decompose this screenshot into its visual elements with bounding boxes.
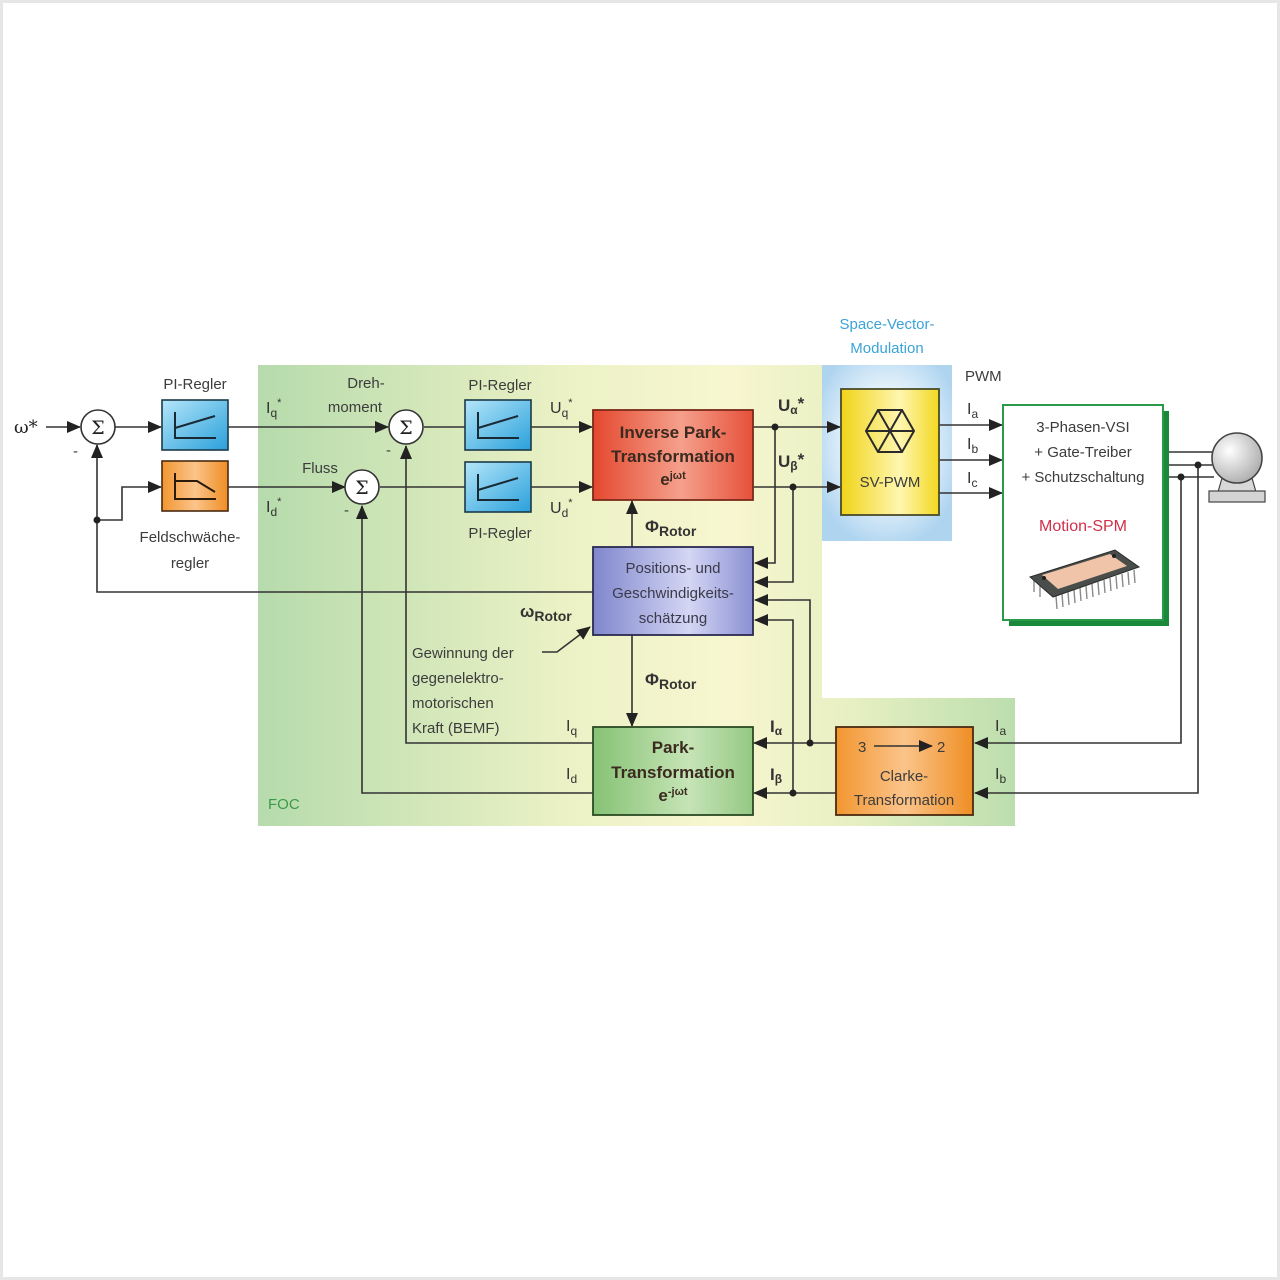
pi-speed-label: PI-Regler [163,376,226,393]
inverse-park-title-line1: Inverse Park- [620,423,727,442]
clarke-title-line2: Transformation [854,792,954,809]
pi-torque-label: PI-Regler [468,377,531,394]
svm-region-title-line2: Modulation [850,340,923,357]
estimator-title-line2: Geschwindigkeits- [612,585,734,602]
fluss-label: Fluss [302,460,338,477]
pi-speed-controller-block [161,399,229,451]
pi-response-icon [477,474,519,501]
drehmoment-label-line1: Dreh- [347,375,385,392]
clarke-title-line1: Clarke- [880,768,928,785]
park-transformation-block: Park- Transformation e-jωt [592,726,754,816]
inverter-title-line2: + Gate-Treiber [1034,444,1131,461]
iq-ref-label: Iq* [266,397,282,420]
omega-rotor-label: ωRotor [520,602,572,624]
estimator-title-line3: schätzung [639,610,707,627]
ualpha-ref-label: Uα* [778,394,805,417]
sum-symbol: Σ [399,417,412,439]
inverter-title-line3: + Schutzschaltung [1022,469,1145,486]
id-feedback-label: Id [566,766,577,786]
module-label: Motion-SPM [1039,518,1127,535]
pi-flux-label: PI-Regler [468,525,531,542]
wire-bemf-pointer [542,626,591,653]
wire-ibeta-to-estimator [754,614,794,793]
ialpha-label: Iα [770,717,783,738]
field-weakening-label-line2: regler [171,555,209,572]
pi-response-icon [174,412,216,439]
summing-junction-torque: Σ - [386,409,424,459]
clarke-phases-from: 3 [858,739,866,756]
wire-id-feedback [356,505,593,794]
pi-flux-controller-block [464,461,532,513]
park-formula: e-jωt [658,786,687,805]
junction-dot [806,739,814,747]
pwm-c-label: Ic [967,470,977,490]
sv-pwm-block: SV-PWM [840,388,940,516]
pi-response-icon [477,412,519,439]
bemf-label-line1: Gewinnung der [412,645,514,662]
pwm-a-label: Ia [967,401,978,421]
omega-ref-label: ω* [14,417,38,438]
estimator-title-line1: Positions- und [625,560,720,577]
junction-dot [771,423,779,431]
position-speed-estimator-block: Positions- und Geschwindigkeits- schätzu… [592,546,754,636]
wire-speed-feedback [91,444,593,593]
inverter-title-line1: 3-Phasen-VSI [1036,419,1129,436]
svm-region-title-line1: Space-Vector- [839,316,934,333]
park-title-line1: Park- [652,738,695,757]
sum-symbol: Σ [355,477,368,499]
junction-dot [1194,461,1202,469]
space-vector-hexagon-icon [864,409,916,453]
ia-feedback-label: Ia [995,718,1006,738]
pwm-label: PWM [965,368,1002,385]
phi-rotor-bottom-label: ΦRotor [645,670,697,692]
ud-ref-label: Ud* [550,497,573,520]
motor-icon [1208,432,1266,503]
drehmoment-label-line2: moment [328,399,383,416]
bemf-label-line4: Kraft (BEMF) [412,720,500,737]
wire-ia-feedback [974,477,1182,749]
wire-iq-feedback [400,445,593,744]
wires [46,419,1214,799]
ubeta-ref-label: Uβ* [778,450,805,473]
junction-dot [789,483,797,491]
pi-torque-controller-block [464,399,532,451]
sum-symbol: Σ [91,417,104,439]
iq-feedback-label: Iq [566,718,577,738]
inverter-block: 3-Phasen-VSI + Gate-Treiber + Schutzscha… [1002,404,1169,626]
inverse-park-block: Inverse Park- Transformation ejωt [592,409,754,501]
wire-ubeta-to-estimator [754,487,794,588]
wire-ialpha-to-estimator [754,594,811,743]
field-weakening-label-line1: Feldschwäche- [140,529,241,546]
wire-speed-to-field-weakening [97,481,162,521]
summing-junction-speed: Σ - [73,409,116,460]
bemf-label-line3: motorischen [412,695,494,712]
wire-ib-feedback [974,465,1199,799]
minus-sign: - [73,443,78,460]
sv-pwm-label: SV-PWM [860,474,921,491]
clarke-phases-to: 2 [937,739,945,756]
junction-dot [789,789,797,797]
power-module-chip-icon [1028,549,1141,610]
minus-sign: - [344,502,349,519]
minus-sign: - [386,442,391,459]
inverse-park-title-line2: Transformation [611,447,735,466]
park-title-line2: Transformation [611,763,735,782]
ib-feedback-label: Ib [995,766,1006,786]
junction-dot [1177,473,1185,481]
field-weakening-curve-icon [174,473,216,500]
phi-rotor-top-label: ΦRotor [645,517,697,539]
pwm-b-label: Ib [967,436,978,456]
field-weakening-block [161,460,229,512]
bemf-label-line2: gegenelektro- [412,670,504,687]
ibeta-label: Iβ [770,765,782,786]
uq-ref-label: Uq* [550,397,573,420]
wire-ualpha-to-estimator [754,427,776,569]
summing-junction-flux: Σ - [344,469,380,519]
foc-region-title: FOC [268,796,300,813]
id-ref-label: Id* [266,496,282,519]
inverse-park-formula: ejωt [660,470,686,489]
clarke-transformation-block: 3 2 Clarke- Transformation [835,726,974,816]
junction-dot [93,516,101,524]
